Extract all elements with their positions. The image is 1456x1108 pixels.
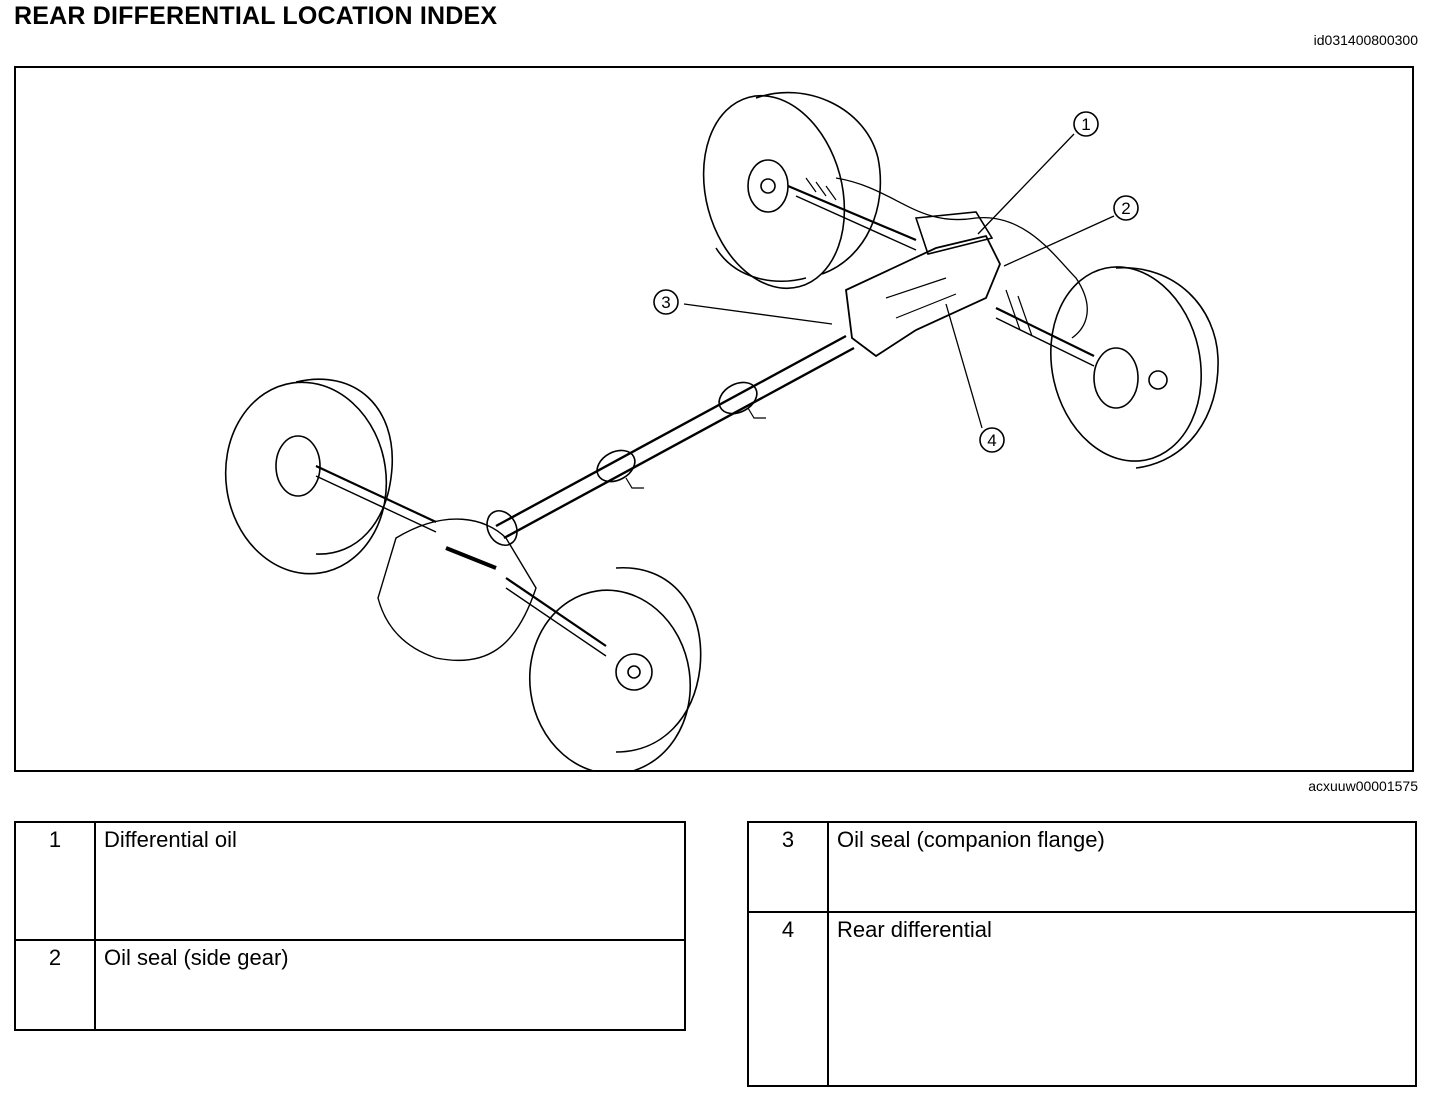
legend-label: Oil seal (companion flange)	[827, 821, 1417, 913]
figure-frame: 1 2 3 4	[14, 66, 1414, 772]
legend-row: 3 Oil seal (companion flange)	[747, 821, 1417, 913]
legend-table-left: 1 Differential oil 2 Oil seal (side gear…	[14, 821, 686, 1031]
callout-1	[1073, 111, 1099, 137]
rear-differential	[845, 211, 1001, 358]
legend-label: Oil seal (side gear)	[94, 939, 686, 1031]
legend-number: 1	[14, 821, 96, 941]
callout-3-label: 3	[661, 293, 670, 312]
drivetrain-illustration: 1 2 3 4	[224, 91, 1219, 770]
subframe-outline	[835, 177, 1088, 339]
legend-row: 4 Rear differential	[747, 911, 1417, 1087]
legend-row: 2 Oil seal (side gear)	[14, 939, 686, 1031]
document-id: id031400800300	[1313, 32, 1418, 48]
transmission-outline	[377, 518, 537, 662]
legend-table-right: 3 Oil seal (companion flange) 4 Rear dif…	[747, 821, 1417, 1087]
figure-id: acxuuw00001575	[1308, 778, 1418, 794]
legend-number: 3	[747, 821, 829, 913]
wheel-front-right	[505, 567, 702, 770]
callout-3	[653, 289, 679, 315]
callout-2-label: 2	[1121, 199, 1130, 218]
callout-4	[979, 427, 1005, 453]
callout-1-label: 1	[1081, 115, 1090, 134]
legend-label: Rear differential	[827, 911, 1417, 1087]
propeller-shaft	[486, 334, 855, 546]
wheel-rear-top	[702, 91, 917, 290]
legend-number: 4	[747, 911, 829, 1087]
wheel-front-left	[224, 378, 437, 575]
callout-leaders	[683, 133, 1115, 429]
callout-2	[1113, 195, 1139, 221]
callout-4-label: 4	[987, 431, 996, 450]
legend-number: 2	[14, 939, 96, 1031]
wheel-rear-right	[995, 266, 1219, 469]
legend-label: Differential oil	[94, 821, 686, 941]
legend-row: 1 Differential oil	[14, 821, 686, 941]
page-title: REAR DIFFERENTIAL LOCATION INDEX	[14, 2, 498, 30]
